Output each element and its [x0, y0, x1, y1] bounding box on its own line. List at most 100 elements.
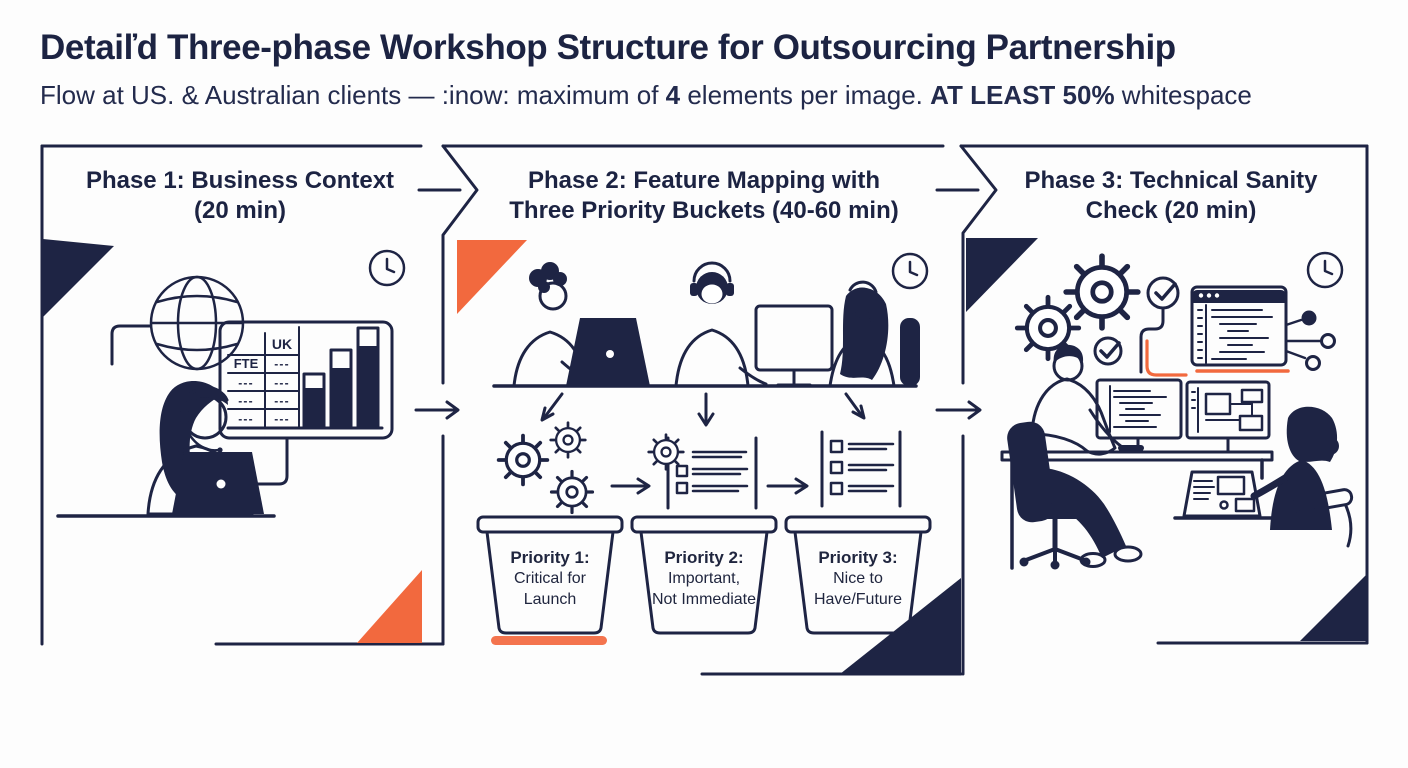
svg-text:---: --- [238, 394, 254, 408]
panel-3-border [935, 144, 1369, 676]
bucket-1-title: Priority 1: [510, 548, 590, 567]
code-window-icon [1190, 285, 1288, 367]
arm [1088, 408, 1124, 449]
arrow-phase1-to-phase2 [414, 400, 460, 420]
bucket-2-icon [630, 515, 778, 635]
panel-2-border [417, 144, 963, 676]
corner-flag-triangle [43, 239, 114, 317]
phase-1-title: Phase 1: Business Context (20 min) [42, 166, 438, 226]
body [674, 328, 750, 388]
headphone-pad [726, 283, 734, 296]
laptop-icon [172, 452, 264, 514]
laptop-icon [566, 318, 650, 386]
phase-3-title: Phase 3: Technical Sanity Check (20 min) [975, 166, 1367, 226]
orange-corner-triangle [357, 570, 422, 643]
team-at-table [492, 261, 920, 388]
shoe [1079, 552, 1107, 568]
chair-back [1007, 421, 1055, 523]
developer-at-desk-figure [1007, 344, 1143, 570]
bucket-1-orange-underline [491, 636, 607, 645]
network-nodes-icon [1284, 310, 1336, 371]
bucket-2-line2: Not Immediate [651, 591, 757, 608]
chair-outline [1292, 488, 1354, 514]
svg-text:---: --- [274, 357, 290, 371]
arrow-list-to-checklist [766, 477, 809, 495]
arrow-phase2-to-phase3 [935, 400, 982, 420]
phase-2-title-line1: Phase 2: Feature Mapping with [527, 167, 881, 194]
shoe [1113, 545, 1143, 563]
phase-1-title-line2: (20 min) [193, 197, 286, 224]
clock-icon [1306, 251, 1344, 289]
page-subtitle: Flow at US. & Australian clients — :inow… [40, 80, 1252, 110]
monitor-diagram-icon [1185, 380, 1271, 454]
orange-corner-triangle [457, 240, 527, 314]
panel-2-feature-mapping [417, 144, 963, 676]
bucket-3-icon [784, 515, 932, 635]
svg-text:---: --- [238, 376, 254, 390]
bucket-1-line2: Launch [523, 591, 577, 608]
monitor-code-icon [1095, 378, 1183, 454]
bucket-1-label: Priority 1: Critical for Launch [487, 547, 613, 610]
hair [840, 287, 889, 380]
arrows-table-to-icons [540, 392, 866, 427]
bucket-2-label: Priority 2: Important, Not Immediate [641, 547, 767, 610]
phase-2-title-line2: Three Priority Buckets (40-60 min) [509, 197, 899, 224]
chair-base [1024, 547, 1086, 564]
man-with-headphones-figure [674, 261, 768, 388]
headset-mic [848, 311, 873, 322]
phase-1-title-line1: Phase 1: Business Context [85, 167, 395, 194]
chair-back [900, 318, 920, 386]
svg-text:---: --- [274, 394, 290, 408]
check-circle-icon [1093, 336, 1123, 366]
arm [1250, 474, 1289, 500]
connector-dark-elbow [1139, 307, 1165, 374]
checklist-icon [820, 430, 902, 508]
arrow-gears-to-list [610, 477, 651, 495]
connector-orange-elbow [1145, 339, 1188, 377]
bar-chart-icon [302, 326, 380, 430]
page-title: Detaiľd Three-phase Workshop Structure f… [40, 28, 1176, 67]
keyboard [1118, 445, 1144, 451]
monitor-icon [754, 304, 834, 387]
headset-band [183, 387, 229, 403]
laptop-screen-icon [1182, 470, 1262, 518]
headset-mic [184, 426, 221, 452]
gear-checklist-icon [647, 433, 758, 510]
table-header: UK [272, 336, 292, 352]
check-circle-icon [1146, 276, 1180, 310]
woman-silhouette-figure [1250, 406, 1354, 548]
headset-earcup [180, 409, 189, 424]
bucket-1-line1: Critical for [513, 570, 586, 587]
phase-3-title-line2: Check (20 min) [1085, 197, 1257, 224]
bucket-3-line2: Have/Future [813, 591, 903, 608]
fte-chart-card: UK FTE --- --- --- --- --- --- --- [218, 320, 394, 440]
svg-text:---: --- [274, 376, 290, 390]
bucket-3-line1: Nice to [833, 570, 883, 587]
table-row-label: FTE [234, 356, 259, 371]
bucket-3-label: Priority 3: Nice to Have/Future [793, 547, 923, 610]
hair [159, 381, 222, 500]
panel-1-business-context: UK FTE --- --- --- --- --- --- --- [40, 144, 445, 646]
face [538, 281, 568, 311]
corner-triangle [1300, 574, 1367, 641]
bucket-1-icon [476, 515, 624, 635]
headphones-band [692, 261, 732, 283]
clock-icon [891, 252, 929, 290]
bucket-2-title: Priority 2: [664, 548, 744, 567]
panel-1-border [40, 144, 445, 646]
corner-flag-triangle [966, 238, 1038, 312]
svg-text:---: --- [238, 412, 254, 426]
bucket-3-title: Priority 3: [818, 548, 898, 567]
connector-elbow-left [110, 324, 152, 366]
hair [1053, 344, 1084, 363]
legs [1040, 468, 1126, 558]
phase-2-title: Phase 2: Feature Mapping with Three Prio… [443, 166, 965, 226]
panel-3-technical-sanity [935, 144, 1369, 676]
corner-triangle [840, 578, 961, 674]
body [1270, 460, 1332, 530]
svg-text:---: --- [274, 412, 290, 426]
bucket-2-line1: Important, [667, 570, 741, 587]
chair-leg [1344, 504, 1353, 548]
